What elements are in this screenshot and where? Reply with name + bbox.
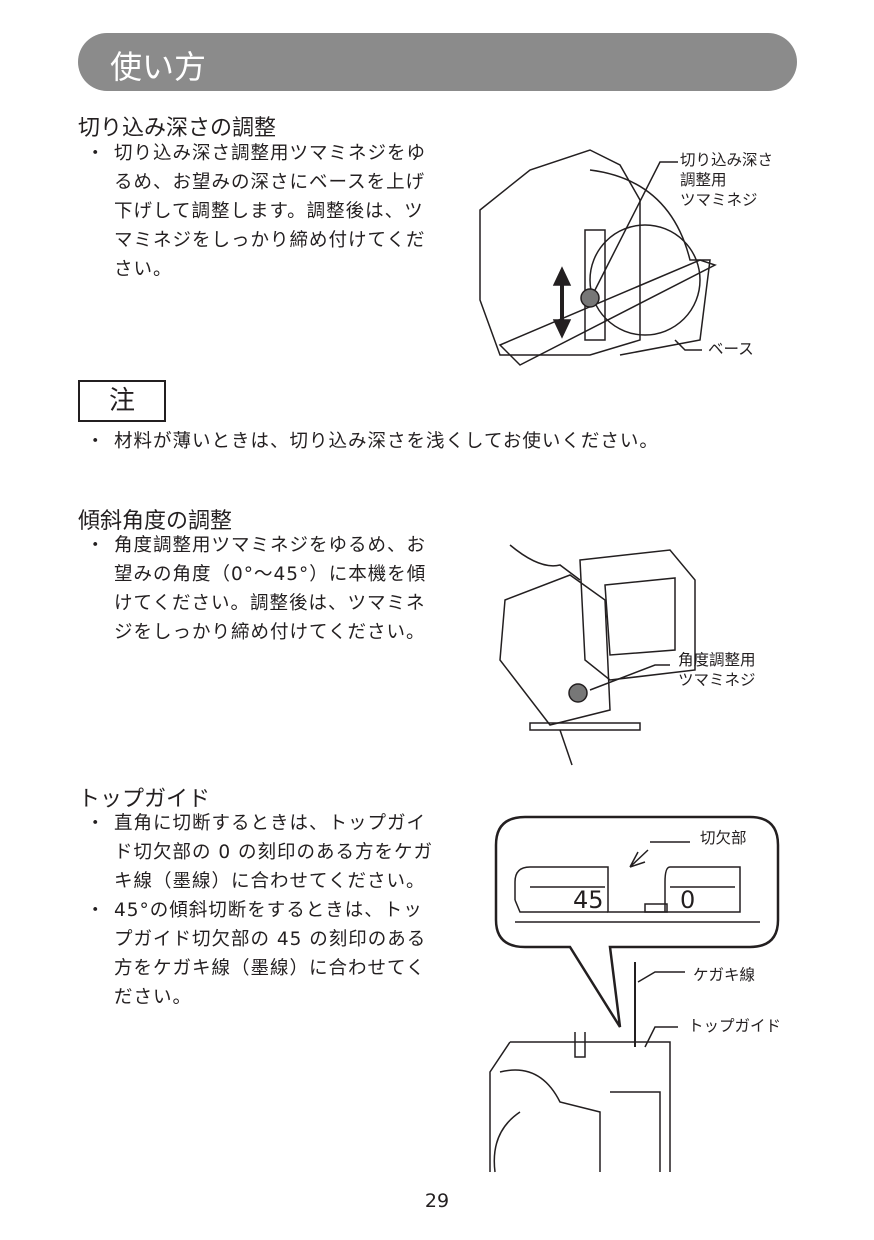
bullet: ・	[86, 143, 106, 164]
note-text: ・材料が薄いときは、切り込み深さを浅くしてお使いください。	[86, 427, 659, 456]
text-line: 45°の傾斜切断をするときは、トッ	[114, 900, 423, 921]
text-line: 材料が薄いときは、切り込み深さを浅くしてお使いください。	[114, 431, 659, 452]
label-line: 切り込み深さ	[680, 151, 774, 169]
text-line: 角度調整用ツマミネジをゆるめ、お	[114, 535, 427, 556]
label-line: 角度調整用	[678, 651, 756, 669]
bullet: ・	[86, 900, 106, 921]
page-title: 使い方	[110, 48, 207, 86]
cut-depth-illustration	[479, 149, 717, 366]
base-label: ベース	[708, 340, 754, 358]
note-label: 注	[78, 380, 166, 422]
text-line: 望みの角度（0°～45°）に本機を傾	[114, 564, 427, 585]
heading-cut-depth: 切り込み深さの調整	[78, 116, 277, 141]
notch-label: 切欠部	[700, 829, 747, 847]
text-line: 方をケガキ線（墨線）に合わせてく	[114, 958, 426, 979]
text-line: るめ、お望みの深さにベースを上げ	[114, 172, 426, 193]
text-line: さい。	[114, 259, 173, 280]
bullet: ・	[86, 535, 106, 556]
cut-depth-knob-label: 切り込み深さ 調整用 ツマミネジ	[680, 150, 773, 210]
top-guide-text: ・ 直角に切断するときは、トップガイ ド切欠部の 0 の刻印のある方をケガ キ線…	[86, 809, 433, 1012]
text-line: プガイド切欠部の 45 の刻印のある	[114, 929, 427, 950]
cut-depth-text: ・ 切り込み深さ調整用ツマミネジをゆ るめ、お望みの深さにベースを上げ 下げして…	[86, 139, 426, 284]
text-line: キ線（墨線）に合わせてください。	[114, 871, 426, 892]
text-line: 切り込み深さ調整用ツマミネジをゆ	[114, 143, 427, 164]
text-line: マミネジをしっかり締め付けてくだ	[114, 230, 426, 251]
text-line: ド切欠部の 0 の刻印のある方をケガ	[114, 842, 434, 863]
label-line: ツマミネジ	[680, 191, 758, 209]
text-line: けてください。調整後は、ツマミネ	[114, 593, 426, 614]
bevel-angle-illustration	[499, 544, 696, 766]
page-number: 29	[424, 1190, 450, 1212]
text-line: ジをしっかり締め付けてください。	[114, 622, 426, 643]
text-line: 直角に切断するときは、トップガイ	[114, 813, 427, 834]
bevel-angle-text: ・ 角度調整用ツマミネジをゆるめ、お 望みの角度（0°～45°）に本機を傾 けて…	[86, 531, 426, 647]
bullet: ・	[86, 431, 106, 452]
marking-line-label: ケガキ線	[693, 966, 756, 984]
top-guide-label: トップガイド	[688, 1017, 782, 1035]
section-header-bar: 使い方	[78, 33, 797, 91]
text-line: ださい。	[114, 987, 193, 1008]
scale-45-mark: 45	[573, 886, 604, 914]
bullet: ・	[86, 813, 106, 834]
text-line: 下げして調整します。調整後は、ツ	[114, 201, 424, 222]
label-line: 調整用	[680, 171, 727, 189]
scale-0-mark: 0	[680, 886, 696, 914]
bevel-knob-label: 角度調整用 ツマミネジ	[678, 650, 756, 690]
heading-bevel-angle: 傾斜角度の調整	[78, 509, 233, 534]
top-guide-illustration	[489, 815, 780, 1173]
heading-top-guide: トップガイド	[78, 787, 211, 812]
label-line: ツマミネジ	[678, 671, 756, 689]
